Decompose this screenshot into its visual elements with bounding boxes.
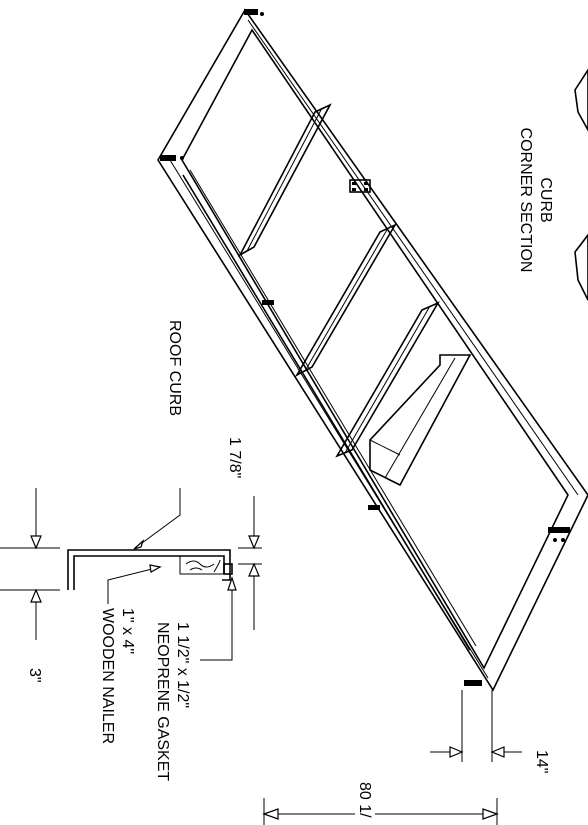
curb-corner-section-detail: CURB CORNER SECTION [517, 68, 588, 301]
nailer-label-2: WOODEN NAILER [99, 608, 116, 744]
length-dimension-label: 80 1/ [356, 782, 373, 818]
gasket-label-2: NEOPRENE GASKET [154, 622, 171, 781]
mid-bracket-left [262, 300, 274, 305]
curb-opening [369, 354, 472, 487]
nailer-label-1: 1" x 4" [119, 608, 136, 654]
height-dimension-label: 3" [26, 668, 43, 683]
curb-corner-section-label-1: CURB [537, 177, 554, 222]
splice-plate [349, 179, 371, 193]
width-dimension-label: 14" [533, 750, 550, 773]
overall-dimensions: 14" 80 1/ [262, 690, 550, 825]
corner-bracket-bottom [464, 680, 482, 686]
corner-bracket-top [244, 9, 264, 16]
wooden-nailer [179, 555, 225, 575]
cross-member-2 [294, 223, 397, 378]
mid-bracket-bottom [368, 505, 380, 510]
cross-member-3 [335, 301, 440, 458]
corner-bracket-right [548, 527, 570, 542]
curb-corner-section-label-2: CORNER SECTION [517, 128, 534, 273]
gasket-label-1: 1 1/2" x 1/2" [174, 622, 191, 708]
gap-dimension-label: 1 7/8" [226, 437, 243, 478]
curb-frame [157, 8, 588, 692]
curb-section-detail: ROOF CURB 1 7/8" 1 1/2" x 1/2" NEOPRENE … [0, 320, 262, 781]
corner-bracket-left [160, 155, 184, 161]
roof-curb-label: ROOF CURB [166, 320, 183, 416]
cross-member-1 [238, 103, 332, 258]
neoprene-gasket [223, 563, 233, 575]
